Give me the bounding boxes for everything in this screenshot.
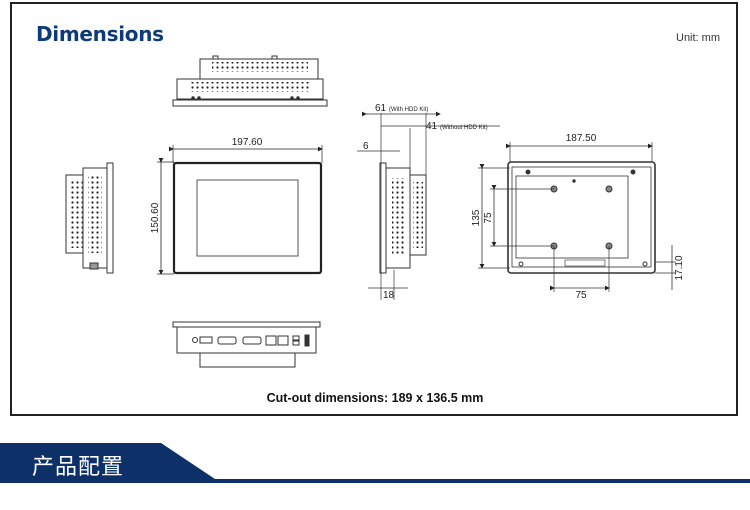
bottom-offset-label: 17.10 xyxy=(674,255,685,280)
unit-label: Unit: mm xyxy=(676,32,720,44)
section-title: 产品配置 xyxy=(32,455,125,480)
depth-without-hdd-note: (Without HDD Kit) xyxy=(440,125,488,131)
bottom-view xyxy=(172,321,321,368)
left-side-view xyxy=(65,162,114,274)
depth-with-hdd-note: (With HDD Kit) xyxy=(389,107,428,113)
bezel-label: 6 xyxy=(363,141,369,152)
vesa-horizontal-label: 75 xyxy=(575,290,587,301)
front-view xyxy=(157,145,323,275)
rear-view xyxy=(478,142,676,292)
vesa-vertical-label: 75 xyxy=(483,212,494,224)
section-banner xyxy=(0,443,750,483)
depth-with-hdd: 61 xyxy=(375,103,387,114)
rear-height-label: 135 xyxy=(471,209,482,226)
page-title: Dimensions xyxy=(36,22,164,46)
technical-drawing: 197.60 150.60 61 (With HDD Kit) 41 (With… xyxy=(65,55,685,368)
bottom-depth-label: 18 xyxy=(383,290,395,301)
cutout-note: Cut-out dimensions: 189 x 136.5 mm xyxy=(266,391,484,405)
rear-width-label: 187.50 xyxy=(566,133,597,144)
depth-without-hdd: 41 xyxy=(426,121,438,132)
top-view xyxy=(172,55,328,107)
front-width-label: 197.60 xyxy=(232,137,263,148)
front-height-label: 150.60 xyxy=(150,202,161,233)
right-side-view xyxy=(357,111,500,300)
